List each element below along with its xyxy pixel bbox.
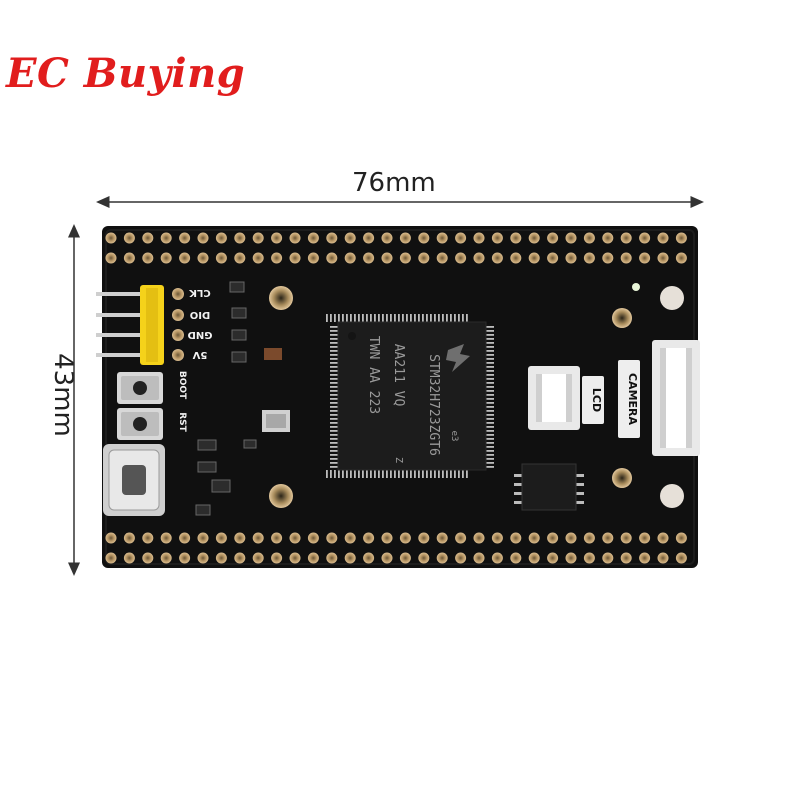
rst-button (117, 408, 163, 440)
boot-button (117, 372, 163, 404)
usb-c-port (103, 444, 165, 516)
pin-label-dio: DIO (190, 309, 211, 320)
mounting-holes (269, 286, 684, 508)
pin-header (96, 285, 184, 365)
width-dimension-label: 76mm (352, 168, 436, 198)
brand-logo-text: EC Buying (6, 50, 246, 97)
chip-text-line3: TWN AA 223 (366, 336, 381, 414)
pin-label-gnd: GND (188, 329, 213, 340)
header-pads (105, 232, 687, 564)
pin-label-clk: CLK (188, 287, 211, 298)
camera-connector (652, 340, 700, 456)
lcd-label: LCD (590, 388, 603, 412)
lcd-connector (528, 366, 580, 430)
mcu-chip (326, 314, 494, 478)
button-label-rst: RST (177, 412, 187, 432)
flash-chip (514, 463, 584, 511)
smd-components (195, 281, 640, 516)
chip-text-line2: AA211 VQ (391, 344, 406, 407)
chip-text-z: Z (393, 457, 404, 463)
chip-text-e3: e3 (449, 431, 459, 442)
pin-label-5v: 5V (192, 349, 207, 360)
camera-label: CAMERA (626, 373, 639, 426)
button-label-boot: BOOT (177, 371, 187, 400)
chip-text-model: STM32H723ZGT6 (426, 354, 441, 456)
